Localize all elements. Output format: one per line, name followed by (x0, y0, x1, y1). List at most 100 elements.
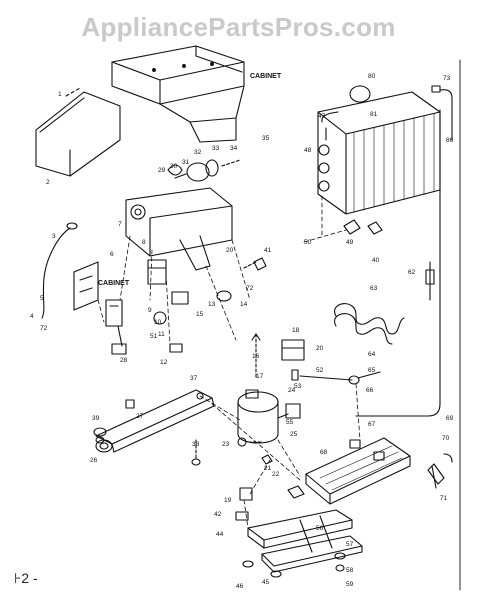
part-34: 34 (230, 145, 238, 152)
part-30: 30 (170, 163, 178, 170)
compressor (237, 389, 301, 444)
relay-assembly (105, 259, 232, 355)
part-71: 71 (440, 495, 448, 502)
callout-labels: CABINET CABINET (98, 73, 282, 287)
part-17: 17 (256, 373, 264, 380)
part-49: 49 (346, 239, 354, 246)
part-42: 42 (214, 511, 222, 518)
part-20b: 20 (226, 247, 234, 254)
part-35: 35 (262, 135, 270, 142)
part-23: 23 (222, 441, 230, 448)
grommets (93, 399, 135, 444)
part-63: 63 (370, 285, 378, 292)
part-41: 41 (264, 247, 272, 254)
clip-parts (169, 257, 267, 353)
part-12: 12 (160, 359, 168, 366)
mounting-bracket (73, 261, 99, 311)
part-44: 44 (216, 531, 224, 538)
left-side-panel (35, 87, 121, 177)
part-68: 68 (320, 449, 328, 456)
power-cord (41, 222, 78, 319)
part-9: 9 (148, 307, 152, 314)
part-19: 19 (224, 497, 232, 504)
part-80: 80 (368, 73, 376, 80)
fan-motor (167, 159, 241, 182)
part-3: 3 (52, 233, 56, 240)
part-73: 73 (443, 75, 451, 82)
part-53: 53 (294, 383, 302, 390)
part-27: 27 (136, 413, 144, 420)
part-39: 39 (92, 415, 100, 422)
fan-bracket (125, 187, 233, 271)
drain-tube (355, 109, 441, 417)
filter-drier (299, 371, 381, 385)
part-29: 29 (158, 167, 166, 174)
part-numbers: 80 73 47 81 86 48 1 2 3 4 5 6 7 8 9 10 1… (30, 73, 454, 590)
part-65: 65 (368, 367, 376, 374)
part-28: 28 (120, 357, 128, 364)
part-31: 31 (182, 159, 190, 166)
part-24: 24 (288, 387, 296, 394)
base-frame (235, 485, 363, 578)
part-5: 5 (40, 295, 44, 302)
part-6: 6 (110, 251, 114, 258)
watermark: AppliancePartsPros.com (81, 12, 396, 42)
part-64: 64 (368, 351, 376, 358)
coil-tube (334, 303, 405, 345)
cabinet-top-panel (111, 45, 245, 143)
part-21: 21 (264, 465, 272, 472)
part-45: 45 (262, 579, 270, 586)
start-relay (251, 333, 305, 381)
part-2: 2 (46, 179, 50, 186)
part-33: 33 (212, 145, 220, 152)
part-13: 13 (208, 301, 216, 308)
part-66: 66 (366, 387, 374, 394)
part-15: 15 (196, 311, 204, 318)
part-58: 58 (346, 567, 354, 574)
part-72b: 72 (40, 325, 48, 332)
part-32: 32 (194, 149, 202, 156)
label-cabinet-left: CABINET (98, 280, 130, 287)
part-46: 46 (236, 583, 244, 590)
part-11: 11 (158, 331, 165, 338)
tube-fitting (427, 453, 453, 489)
part-81: 81 (370, 111, 378, 118)
part-50: 50 (304, 239, 312, 246)
part-25: 25 (290, 431, 298, 438)
part-72: 72 (246, 285, 254, 292)
part-40: 40 (372, 257, 380, 264)
part-86: 86 (446, 137, 454, 144)
condenser-coil (317, 91, 441, 215)
condenser-fan (321, 85, 453, 235)
part-69: 69 (446, 415, 454, 422)
part-20: 20 (316, 345, 324, 352)
part-37: 37 (190, 375, 198, 382)
part-26: 26 (90, 457, 98, 464)
mounting-bolts (191, 437, 273, 466)
part-52: 52 (316, 367, 324, 374)
part-55: 55 (286, 419, 294, 426)
part-70: 70 (442, 435, 450, 442)
part-62: 62 (408, 269, 416, 276)
part-7: 7 (118, 221, 122, 228)
part-51: 51 (150, 333, 158, 340)
page-footer: ⊦2 - (14, 570, 38, 586)
part-22: 22 (272, 471, 280, 478)
part-57: 57 (346, 541, 354, 548)
part-14: 14 (240, 301, 248, 308)
part-67: 67 (368, 421, 376, 428)
part-10: 10 (154, 319, 162, 326)
part-56: 56 (316, 525, 324, 532)
drain-pan (305, 437, 411, 505)
label-cabinet-top: CABINET (250, 73, 282, 80)
part-48: 48 (304, 147, 312, 154)
part-59: 59 (346, 581, 354, 588)
part-18: 18 (292, 327, 300, 334)
part-16: 16 (252, 353, 260, 360)
part-47: 47 (318, 113, 326, 120)
assembly-guides (97, 195, 361, 529)
part-1: 1 (58, 91, 62, 98)
part-38: 38 (192, 441, 200, 448)
part-8: 8 (142, 239, 146, 246)
